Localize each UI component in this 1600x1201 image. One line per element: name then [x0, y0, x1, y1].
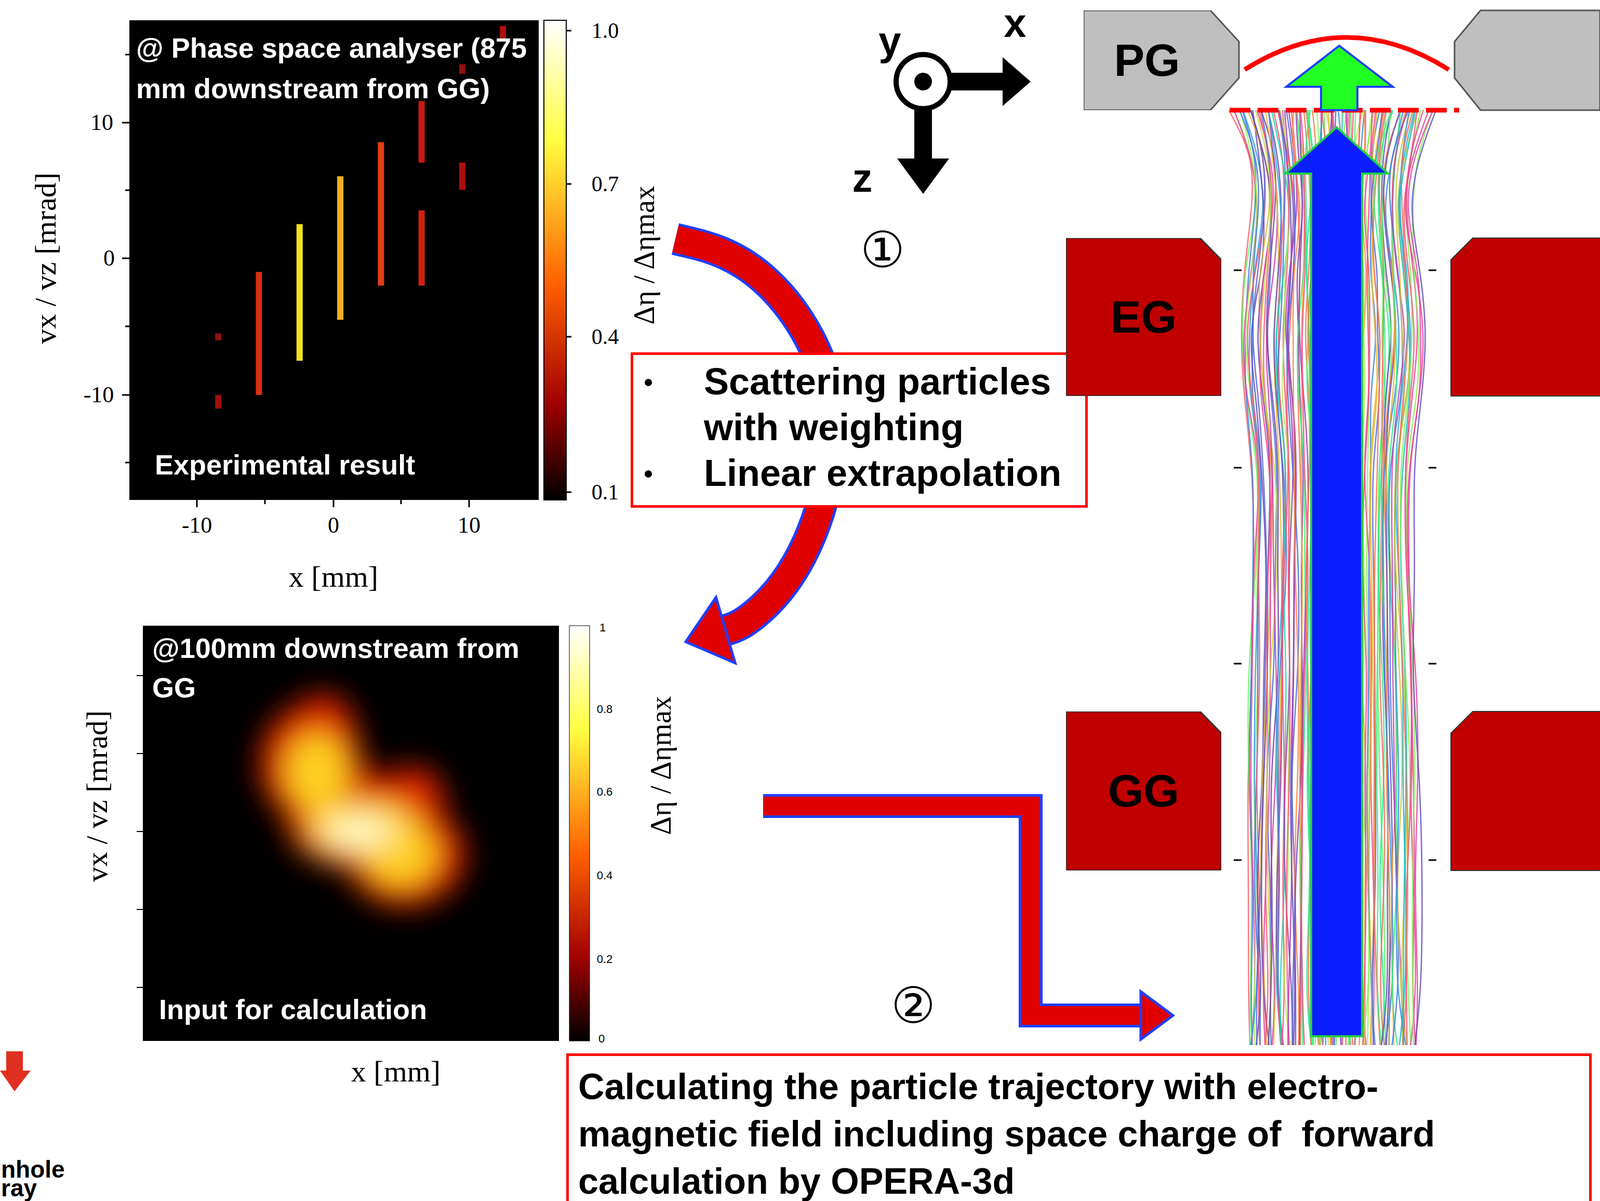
- tick-label: 10: [90, 110, 114, 136]
- electrode-shape: [1065, 711, 1222, 871]
- plot-caption: Input for calculation: [158, 992, 533, 1026]
- phase-streak: [215, 333, 222, 341]
- phase-streak: [418, 210, 425, 286]
- bullet-dot: [644, 470, 652, 478]
- extraction-arrow: [1286, 45, 1393, 111]
- eg-electrode: EG: [1065, 237, 1222, 396]
- pg-electrode: PG: [1083, 10, 1242, 111]
- plot-title: @100mm downstream from GG: [152, 628, 558, 708]
- axis-title: x [mm]: [351, 1054, 441, 1088]
- list-item: Linear extrapolation: [633, 450, 1078, 497]
- arrow-head: [685, 596, 736, 663]
- tick-label: 0.6: [596, 785, 613, 798]
- colorbar: [569, 625, 590, 1041]
- tick-label: -10: [181, 512, 213, 538]
- electrode-label: GG: [1108, 764, 1180, 818]
- tick-label: 0: [327, 512, 340, 538]
- colorbar: [543, 20, 567, 500]
- trajectory: [1261, 110, 1279, 1045]
- tick-label: 0: [598, 1032, 605, 1045]
- trajectory: [1278, 110, 1296, 1045]
- axis-title: Δη / Δηmax: [645, 695, 678, 835]
- step-text: Scattering particles with weighting: [703, 358, 1078, 451]
- beam-direction-arrow: [1285, 127, 1389, 1036]
- callout-number: ②: [890, 977, 936, 1033]
- electrode-label: EG: [1110, 290, 1177, 344]
- axis-ticks: [136, 675, 143, 988]
- eg-electrode: [1450, 237, 1600, 396]
- bullet-dot: [644, 378, 652, 386]
- plot-area: [142, 625, 559, 1041]
- tick-label: 0.4: [596, 869, 613, 882]
- trajectory: [1250, 110, 1267, 1045]
- axis-title: x [mm]: [288, 560, 379, 594]
- trajectory: [1407, 110, 1433, 1045]
- phase-streak: [255, 271, 262, 395]
- step-text: Linear extrapolation: [703, 450, 1078, 497]
- text-box: Calculating the particle trajectory with…: [566, 1052, 1592, 1201]
- tick-label: 1: [599, 621, 606, 634]
- callout-number: ①: [860, 222, 905, 278]
- axis-icon: [896, 54, 1031, 194]
- tick-label: 0.1: [591, 480, 620, 504]
- plot-panel: @ Phase space analyser (875 mm downstrea…: [41, 12, 676, 590]
- trajectory: [1411, 110, 1436, 1045]
- list-item: Scattering particles with weighting: [633, 358, 1078, 451]
- trajectory: [1277, 110, 1287, 1045]
- trajectory: [1229, 110, 1255, 1045]
- plot-caption: Experimental result: [154, 447, 529, 482]
- electrode-shape: [1065, 237, 1222, 396]
- text-box: Scattering particles with weightingLinea…: [630, 352, 1088, 508]
- phase-streak: [337, 176, 344, 320]
- tick-label: 0.4: [591, 324, 620, 349]
- phase-streak: [377, 141, 384, 286]
- axis-title: Δη / Δηmax: [628, 185, 661, 325]
- axis-name: y: [878, 19, 901, 64]
- pointer-arrow: [0, 1050, 31, 1091]
- step-text: Calculating the particle trajectory with…: [578, 1062, 1514, 1201]
- phase-streak: [459, 162, 466, 191]
- phase-streak: [459, 64, 466, 74]
- gg-electrode: GG: [1065, 711, 1222, 871]
- trajectory: [1255, 110, 1278, 1045]
- axis-name: z: [852, 155, 873, 201]
- axis-title: vx / vz [mrad]: [80, 710, 114, 882]
- axis-name: x: [1003, 1, 1026, 46]
- tick-label: 0: [103, 245, 115, 271]
- cut-off-label: ray: [1, 1174, 37, 1201]
- gg-electrode: [1450, 711, 1600, 871]
- plot-panel: @100mm downstream from GG Input for calcu…: [83, 620, 686, 1089]
- phase-streak: [418, 101, 425, 163]
- tick-label: 0.8: [596, 702, 613, 716]
- tick-label: 0.7: [591, 171, 620, 196]
- plot-title: @ Phase space analyser (875 mm downstrea…: [136, 27, 542, 110]
- electrode-shape: [1083, 10, 1239, 111]
- beam-trajectories: [1229, 110, 1437, 1045]
- trajectory: [1406, 110, 1433, 1045]
- heatmap-blob: [259, 693, 465, 907]
- tick-label: 0.2: [596, 952, 613, 966]
- phase-streak: [215, 394, 222, 409]
- tick-label: 1.0: [591, 18, 620, 43]
- pg-electrode: [1454, 10, 1600, 111]
- trajectory: [1382, 110, 1404, 1045]
- phase-streak: [296, 223, 303, 361]
- axis-title: vx / vz [mrad]: [29, 172, 63, 344]
- tick-label: 10: [457, 512, 481, 538]
- tick-label: -10: [83, 382, 115, 408]
- electrode-label: PG: [1113, 33, 1180, 87]
- trajectory: [1395, 110, 1416, 1045]
